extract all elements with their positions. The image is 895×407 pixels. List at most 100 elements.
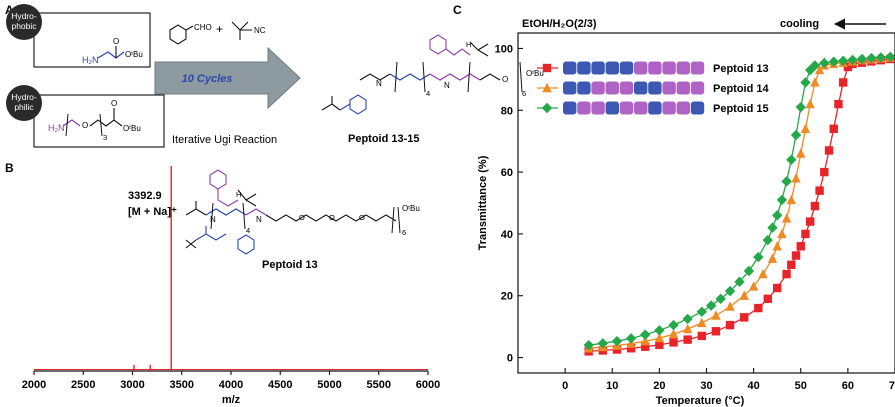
peptoid-13-structure: H N 4 N O O O 6 OᵗBu: [185, 169, 420, 255]
reaction-label: Iterative Ugi Reaction: [172, 134, 277, 146]
data-point: [790, 129, 802, 141]
sequence-block: [563, 81, 577, 95]
data-point: [819, 57, 830, 69]
data-point: [805, 217, 815, 226]
panel-a: A Hydro- phobic H₂N O OᵗBu Hydro- philic…: [5, 3, 544, 148]
data-point: [787, 260, 796, 270]
product-structure: N 4 N H O 6 OᵗBu: [321, 34, 544, 115]
sequence-block: [634, 81, 648, 95]
hydrophobic-word-1: Hydro-: [11, 11, 37, 21]
x-tick-label: 60: [842, 380, 854, 392]
y-tick-label: 40: [501, 229, 513, 241]
series-peptoid-13: [584, 54, 895, 356]
y-tick-label: 60: [501, 167, 513, 179]
cycles-label: 10 Cycles: [182, 73, 233, 85]
data-point: [767, 253, 778, 263]
ms-x-tick-label: 4000: [219, 379, 243, 391]
x-tick-label: 0: [562, 380, 568, 392]
hydrophilic-word-1: Hydro-: [11, 92, 37, 102]
reagent-plus: +: [216, 22, 223, 36]
product-nh: H: [466, 40, 471, 49]
x-tick-label: 50: [795, 380, 807, 392]
data-point: [796, 148, 806, 158]
legend-label: Peptoid 15: [713, 103, 769, 115]
monomer1-carbonyl-o: O: [113, 37, 119, 46]
peptoid13-n1: N: [210, 215, 216, 224]
data-point: [791, 173, 801, 183]
peptoid13-ester: OᵗBu: [402, 204, 420, 213]
product-repeat-a: 4: [426, 89, 430, 98]
data-point: [753, 251, 764, 263]
data-point: [655, 340, 664, 350]
sequence-block: [662, 101, 676, 115]
legend-marker: [541, 102, 553, 114]
product-repeat-b: 6: [522, 89, 526, 98]
cooling-label: cooling: [780, 18, 819, 30]
sequence-block: [690, 61, 705, 75]
monomer1-amine: H₂N: [82, 55, 99, 65]
sequence-block: [634, 101, 648, 115]
ms-x-tick-label: 3500: [170, 379, 194, 391]
product-n1: N: [376, 79, 382, 88]
data-point: [724, 285, 736, 297]
data-point: [809, 60, 821, 71]
sequence-block: [577, 61, 591, 75]
monomer2-brackets: [65, 113, 103, 137]
series-peptoid-14: [583, 52, 895, 353]
data-point: [758, 268, 768, 279]
data-point: [597, 338, 609, 349]
data-point: [625, 333, 637, 344]
data-point: [843, 62, 853, 72]
sequence-block: [662, 61, 676, 75]
y-tick-label: 80: [501, 105, 513, 117]
x-tick-label: 30: [700, 380, 712, 392]
data-point: [725, 320, 735, 330]
panel-c-label: C: [453, 3, 462, 17]
data-point: [786, 194, 797, 205]
sequence-block: [591, 61, 605, 75]
ms-x-axis-label: m/z: [222, 394, 241, 406]
data-point: [875, 52, 887, 63]
data-point: [828, 56, 839, 67]
solvent-label: EtOH/H₂O(2/3): [522, 18, 597, 30]
data-point: [725, 301, 735, 311]
ms-x-tick-label: 4500: [268, 379, 292, 391]
data-point: [810, 77, 820, 87]
data-point: [682, 313, 693, 325]
sequence-block: [577, 81, 591, 95]
data-point: [834, 99, 843, 109]
sequence-block: [690, 81, 705, 95]
data-point: [866, 52, 877, 64]
sequence-block: [577, 101, 591, 115]
data-point: [626, 344, 636, 353]
x-tick-label: 40: [748, 380, 760, 392]
data-point: [711, 310, 721, 320]
data-point: [885, 51, 895, 62]
data-point: [715, 293, 726, 305]
sequence-block: [676, 81, 690, 95]
hydrophobic-word-2: phobic: [11, 21, 37, 31]
data-point: [583, 339, 594, 351]
sequence-block: [563, 101, 577, 115]
sequence-block: [648, 61, 662, 75]
data-point: [781, 213, 792, 223]
data-point: [641, 342, 650, 351]
reagents: CHO + NC: [169, 21, 266, 45]
x-tick-label: 20: [653, 380, 665, 392]
data-point: [711, 327, 721, 336]
sequence-block: [605, 81, 619, 95]
aldehyde-label: CHO: [194, 23, 212, 32]
data-point: [697, 331, 706, 341]
sequence-block: [648, 81, 662, 95]
data-point: [683, 335, 692, 344]
sequence-block: [591, 81, 605, 95]
data-point: [669, 338, 678, 347]
data-point: [801, 229, 810, 239]
monomer1-ester: OᵗBu: [125, 50, 143, 59]
monomer2-ester: OᵗBu: [123, 124, 141, 133]
sequence-block: [619, 81, 634, 95]
benzaldehyde-ring: [169, 24, 187, 45]
